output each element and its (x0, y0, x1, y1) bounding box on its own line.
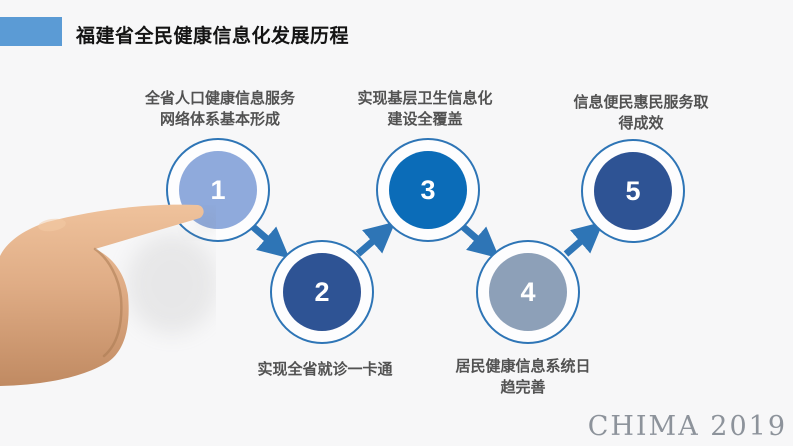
arrow-4-5 (563, 221, 604, 257)
step-circle-2: 2 (270, 240, 374, 344)
watermark-chima: CHIMA 2019 (587, 411, 787, 442)
step-number-4: 4 (520, 276, 536, 307)
step-circle-2-fill: 2 (283, 253, 361, 331)
step-circle-4: 4 (476, 240, 580, 344)
step-circle-3: 3 (376, 138, 480, 242)
step-circle-1: 1 (166, 138, 270, 242)
step-circle-3-fill: 3 (389, 151, 467, 229)
step-label-1: 全省人口健康信息服务 网络体系基本形成 (144, 90, 295, 128)
step-label-2: 实现全省就诊一卡通 (257, 361, 393, 378)
step-label-5: 信息便民惠民服务取 得成效 (573, 94, 709, 132)
step-circle-1-fill: 1 (179, 151, 257, 229)
step-number-1: 1 (210, 174, 226, 205)
hand-shadow (126, 234, 216, 334)
step-number-2: 2 (314, 276, 330, 307)
arrow-2-3 (355, 221, 396, 257)
page-title: 福建省全民健康信息化发展历程 (76, 26, 350, 47)
step-circle-5: 5 (581, 139, 685, 243)
arrow-3-4 (459, 223, 500, 259)
step-number-5: 5 (625, 175, 641, 206)
arrow-1-2 (249, 223, 290, 259)
step-number-3: 3 (420, 174, 436, 205)
step-label-4: 居民健康信息系统日 趋完善 (455, 358, 591, 396)
step-label-3: 实现基层卫生信息化 建设全覆盖 (357, 90, 493, 128)
title-accent-bar (0, 17, 62, 46)
hand-silhouette (0, 204, 204, 386)
step-circle-5-fill: 5 (594, 152, 672, 230)
knuckle-highlight (38, 218, 66, 232)
step-circle-4-fill: 4 (489, 253, 567, 331)
curled-fingers-crease (93, 247, 123, 358)
